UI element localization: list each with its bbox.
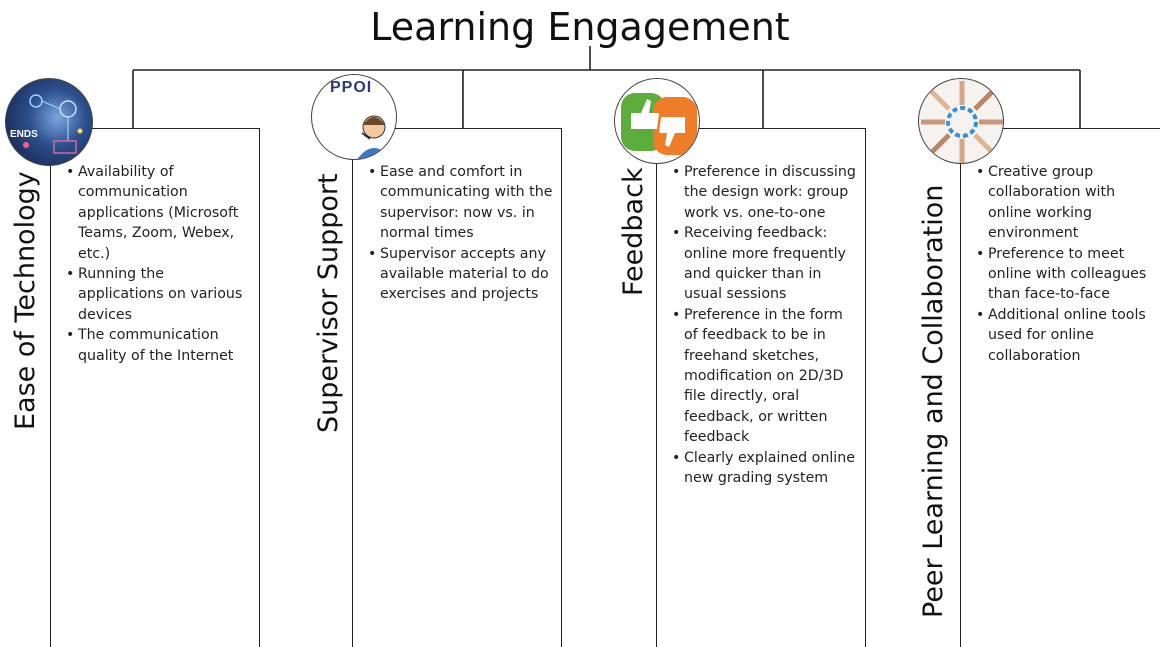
bullet-item: Ease and comfort in communicating with t… [368, 162, 553, 244]
bullet-item: Additional online tools used for online … [976, 305, 1156, 366]
bullet-list-peer: Creative group collaboration with online… [976, 162, 1156, 366]
category-label-feedback: Feedback [618, 167, 649, 296]
support-person-icon: PPOI [311, 74, 397, 160]
technology-circuit-icon: ENDS [5, 78, 93, 166]
diagram-title: Learning Engagement [370, 5, 790, 49]
icon-caption: ENDS [10, 129, 38, 140]
category-label-technology: Ease of Technology [10, 171, 41, 430]
bullet-item: Creative group collaboration with online… [976, 162, 1156, 244]
bullet-list-supervisor: Ease and comfort in communicating with t… [368, 162, 553, 305]
bullet-list-feedback: Preference in discussing the design work… [672, 162, 857, 489]
bullet-item: Preference to meet online with colleague… [976, 244, 1156, 305]
bullet-item: Supervisor accepts any available materia… [368, 244, 553, 305]
bullet-item: Availability of communication applicatio… [66, 162, 251, 264]
circuit-graphic [23, 94, 83, 154]
bullet-item: Clearly explained online new grading sys… [672, 448, 857, 489]
thumbs-graphic [621, 93, 697, 155]
bullet-item: Running the applications on various devi… [66, 264, 251, 325]
category-label-peer: Peer Learning and Collaboration [918, 184, 949, 618]
hands-puzzle-icon [918, 78, 1004, 164]
bullet-list-technology: Availability of communication applicatio… [66, 162, 251, 366]
bullet-item: Preference in discussing the design work… [672, 162, 857, 223]
icon-caption: PPOI [330, 79, 373, 96]
bullet-item: Preference in the form of feedback to be… [672, 305, 857, 448]
category-label-supervisor: Supervisor Support [313, 173, 344, 433]
bullet-item: Receiving feedback: online more frequent… [672, 223, 857, 305]
bullet-item: The communication quality of the Interne… [66, 325, 251, 366]
thumbs-up-down-icon [614, 78, 700, 164]
hands-graphic [921, 81, 1003, 163]
